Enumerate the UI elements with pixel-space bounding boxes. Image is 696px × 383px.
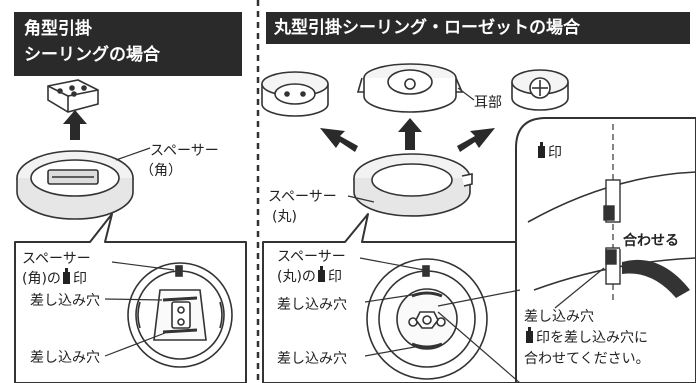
square-ceiling-block	[47, 79, 99, 113]
detail-instruction-post: 印を差し込み穴に	[536, 330, 648, 346]
up-right-arrow-icon	[457, 128, 495, 152]
detail-mark-text: 印	[548, 145, 562, 161]
round-spacer	[353, 153, 473, 217]
round-ceiling-with-ears	[356, 63, 464, 113]
square-spacer-top-view	[127, 262, 233, 368]
right-callout-post: 印	[327, 269, 342, 285]
left-spacer-label: スペーサー	[150, 143, 219, 159]
round-rosette-small	[261, 71, 329, 117]
left-panel-header: 角型引掛 シーリングの場合	[14, 12, 242, 76]
left-callout-line1: スペーサー	[22, 251, 91, 267]
right-title: 丸型引掛シーリング・ローゼットの場合	[274, 18, 580, 38]
left-slot-label-1: 差し込み穴	[30, 293, 100, 309]
right-spacer-label: スペーサー	[268, 189, 337, 205]
spacer-mark-icon	[526, 327, 533, 343]
right-panel-header: 丸型引掛シーリング・ローゼットの場合	[266, 12, 690, 44]
left-callout-post: 印	[72, 271, 87, 287]
slot-clip-detail	[622, 259, 690, 298]
right-callout-pre: (丸)の	[277, 269, 316, 285]
left-callout-line2: (角)の印	[22, 268, 87, 287]
slot-detail	[605, 247, 621, 285]
right-slot-label-1: 差し込み穴	[277, 297, 347, 313]
round-spacer-top-view	[366, 258, 488, 380]
detail-slot-label: 差し込み穴	[524, 309, 594, 325]
detail-instruction-line1: 印を差し込み穴に	[524, 327, 648, 346]
spacer-mark-detail	[603, 179, 621, 223]
spacer-mark-icon	[62, 268, 70, 284]
round-rosette-right	[511, 69, 569, 111]
detail-mark-label: 印	[536, 142, 562, 161]
spacer-mark-icon	[538, 142, 545, 158]
detail-instruction-line2: 合わせてください。	[524, 351, 650, 367]
left-title-line2: シーリングの場合	[24, 45, 160, 65]
ear-label: 耳部	[474, 95, 502, 111]
spacer-mark-icon	[317, 266, 325, 282]
left-callout-pre: (角)の	[22, 271, 61, 287]
right-slot-label-2: 差し込み穴	[277, 351, 347, 367]
square-spacer	[16, 150, 134, 220]
left-spacer-sub: （角）	[140, 163, 182, 179]
right-spacer-sub: (丸)	[272, 209, 297, 225]
up-arrow-icon	[398, 118, 422, 150]
up-left-arrow-icon	[320, 128, 358, 152]
align-label: 合わせる	[620, 233, 682, 249]
left-title-line1: 角型引掛	[24, 19, 92, 39]
left-slot-label-2: 差し込み穴	[30, 350, 100, 366]
right-callout-line1: スペーサー	[277, 249, 346, 265]
right-callout-line2: (丸)の印	[277, 266, 342, 285]
up-arrow-icon	[63, 110, 87, 140]
